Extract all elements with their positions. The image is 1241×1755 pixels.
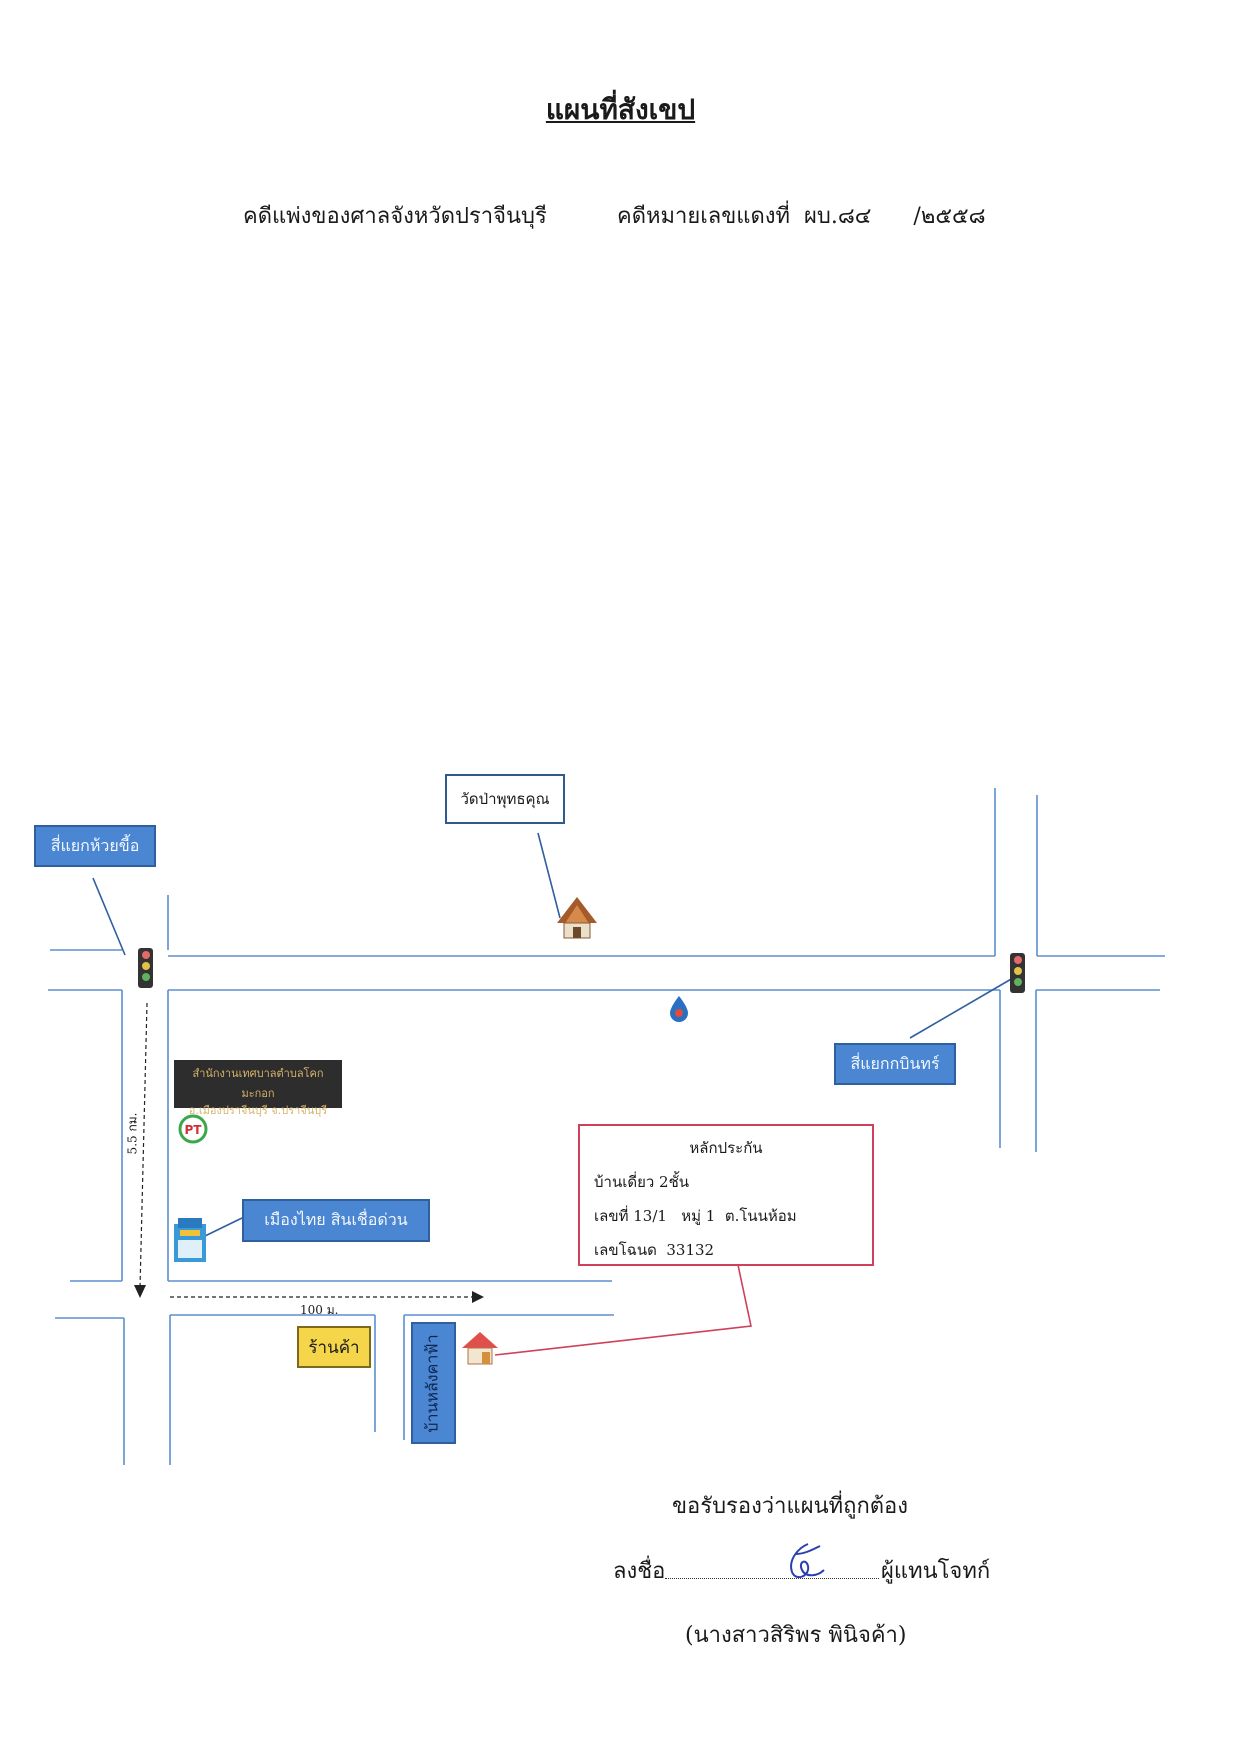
collateral-heading: หลักประกัน [689, 1139, 763, 1157]
leader-finance-shop [204, 1217, 243, 1237]
signature-mark [790, 1543, 825, 1579]
municipal-office-line1: สำนักงานเทศบาลตำบลโคกมะกอก [192, 1067, 324, 1100]
house-behind-label: บ้านหลังคาฟ้า [411, 1322, 456, 1444]
municipal-office-line2: อ.เมืองปราจีนบุรี จ.ปราจีนบุรี [188, 1104, 328, 1117]
case-red-number: คดีหมายเลขแดงที่ ผบ.๘๔ /๒๕๕๘ [617, 204, 986, 229]
distance-vertical-label: 5.5 กม. [125, 1112, 140, 1154]
distance-horizontal-label: 100 ม. [300, 1303, 339, 1317]
sign-label: ลงชื่อ [613, 1559, 666, 1584]
finance-shop-label: เมืองไทย สินเชื่อด่วน [242, 1199, 430, 1242]
leader-collateral [494, 1264, 752, 1356]
collateral-deed: เลขโฉนด 33132 [594, 1241, 715, 1259]
collateral-box: หลักประกัน บ้านเดี่ยว 2ชั้น เลขที่ 13/1 … [578, 1124, 874, 1266]
leader-left-intersection [92, 877, 126, 956]
intersection-left-label: สี่แยกห้วยขี้อ [34, 825, 156, 867]
svg-text:PT: PT [185, 1123, 203, 1137]
municipal-office-sign: สำนักงานเทศบาลตำบลโคกมะกอก อ.เมืองปราจีน… [174, 1060, 342, 1117]
store-label: ร้านค้า [297, 1326, 371, 1368]
temple-label: วัดป่าพุทธคุณ [445, 774, 565, 824]
traffic-light-icon [138, 948, 153, 988]
signer-name: (นางสาวสิริพร พินิจค้า) [685, 1623, 907, 1648]
certify-text: ขอรับรองว่าแผนที่ถูกต้อง [672, 1494, 909, 1519]
traffic-light-icon [1010, 953, 1025, 993]
intersection-right-label: สี่แยกกบินทร์ [834, 1043, 956, 1085]
arrowhead-vertical [134, 1285, 146, 1298]
shop-icon [174, 1218, 206, 1262]
signature-line [665, 1578, 879, 1579]
collateral-address: เลขที่ 13/1 หมู่ 1 ต.โนนห้อม [594, 1207, 797, 1225]
collateral-type: บ้านเดี่ยว 2ชั้น [594, 1173, 690, 1191]
sign-role: ผู้แทนโจทก์ [881, 1559, 991, 1584]
arrowhead-horizontal [472, 1291, 484, 1303]
leader-temple [537, 832, 561, 919]
leader-right-intersection [909, 977, 1014, 1039]
page-title: แผนที่สังเขป [545, 93, 696, 126]
distance-arrow-vertical [139, 1002, 148, 1289]
pt-logo-icon: PT [178, 1114, 208, 1144]
case-court: คดีแพ่งของศาลจังหวัดปราจีนบุรี [243, 204, 547, 229]
temple-icon [557, 897, 597, 939]
house-icon [462, 1332, 498, 1365]
gas-station-icon [670, 996, 688, 1022]
